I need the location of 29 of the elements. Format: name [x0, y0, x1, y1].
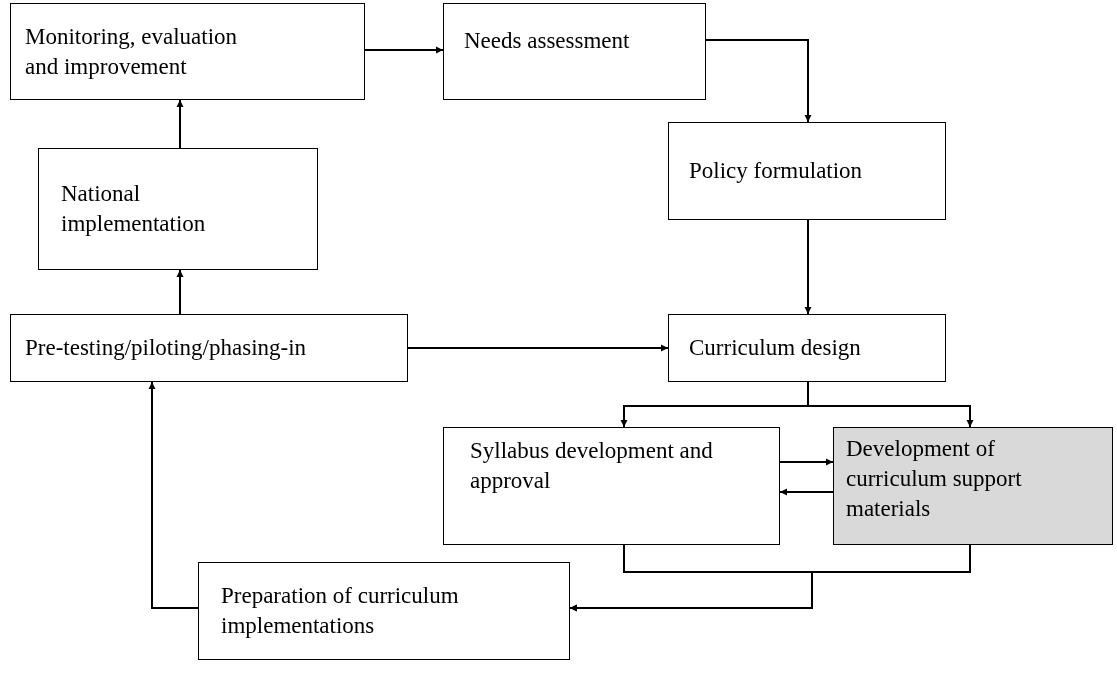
process-box: [443, 3, 706, 100]
arrow: [364, 46, 444, 54]
process-box: [833, 427, 1113, 545]
box-label: National implementation: [61, 180, 207, 238]
box-label: Curriculum design: [689, 334, 862, 363]
arrow: [407, 344, 669, 352]
process-box: [10, 314, 408, 382]
arrow: [804, 219, 812, 315]
box-label: Needs assessment: [464, 27, 631, 55]
arrow: [176, 269, 184, 315]
box-label: Monitoring, evaluation and improvement: [25, 22, 239, 81]
arrow: [569, 544, 971, 612]
box-label: Pre-testing/piloting/phasing-in: [25, 334, 308, 363]
process-box: [668, 122, 946, 220]
arrow: [176, 99, 184, 149]
arrow: [705, 39, 812, 123]
arrow: [779, 458, 834, 466]
arrow: [779, 488, 834, 496]
arrow: [148, 381, 199, 609]
box-label: Syllabus development and approval: [470, 437, 714, 495]
process-box: [38, 148, 318, 270]
process-box: [668, 314, 946, 382]
box-label: Preparation of curriculum implementations: [221, 582, 460, 640]
box-label: Development of curriculum support materials: [846, 435, 1023, 523]
process-box: [443, 427, 780, 545]
arrow: [807, 381, 974, 428]
box-label: Policy formulation: [689, 157, 864, 186]
process-box: [10, 3, 365, 100]
process-box: [198, 562, 570, 660]
